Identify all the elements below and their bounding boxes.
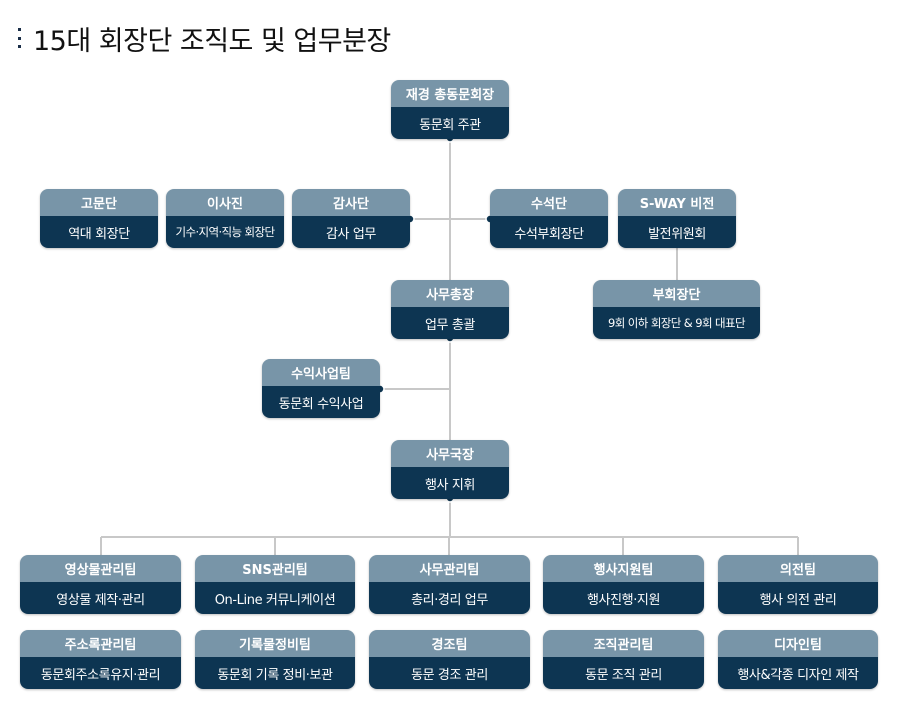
- node-title: 수익사업팀: [262, 359, 380, 386]
- node-title: 부회장단: [593, 280, 760, 307]
- node-desc: 총리·경리 업무: [369, 582, 530, 614]
- node-desc: 감사 업무: [292, 216, 410, 248]
- node-team-event-support: 행사지원팀 행사진행·지원: [543, 555, 704, 614]
- node-title: 사무총장: [391, 280, 509, 307]
- node-desc: 동문회 수익사업: [262, 386, 380, 418]
- node-title: 기록물정비팀: [195, 630, 355, 657]
- node-desc: 기수·지역·직능 회장단: [166, 216, 284, 248]
- node-desc: 행사진행·지원: [543, 582, 704, 614]
- node-title: S-WAY 비전: [618, 189, 736, 216]
- node-sway-vision: S-WAY 비전 발전위원회: [618, 189, 736, 248]
- node-desc: 동문회주소록유지·관리: [20, 657, 181, 689]
- node-desc: 역대 회장단: [40, 216, 158, 248]
- node-title: 영상물관리팀: [20, 555, 181, 582]
- node-desc: 동문 조직 관리: [543, 657, 704, 689]
- node-team-condolence: 경조팀 동문 경조 관리: [369, 630, 530, 689]
- node-revenue-team: 수익사업팀 동문회 수익사업: [262, 359, 380, 418]
- node-title: 재경 총동문회장: [391, 80, 509, 107]
- node-title: 사무관리팀: [369, 555, 530, 582]
- node-title: 사무국장: [391, 440, 509, 467]
- node-title: 행사지원팀: [543, 555, 704, 582]
- node-desc: 영상물 제작·관리: [20, 582, 181, 614]
- node-desc: 동문회 기록 정비·보관: [195, 657, 355, 689]
- node-title: 디자인팀: [718, 630, 878, 657]
- node-title: 수석단: [490, 189, 608, 216]
- node-auditors: 감사단 감사 업무: [292, 189, 410, 248]
- page-title-area: 15대 회장단 조직도 및 업무분장: [18, 18, 391, 58]
- node-title: 주소록관리팀: [20, 630, 181, 657]
- node-title: 고문단: [40, 189, 158, 216]
- node-title: SNS관리팀: [195, 555, 355, 582]
- node-office-head: 사무국장 행사 지휘: [391, 440, 509, 499]
- title-dots-icon: [18, 28, 21, 48]
- node-title: 경조팀: [369, 630, 530, 657]
- node-desc: 동문회 주관: [391, 107, 509, 139]
- node-team-protocol: 의전팀 행사 의전 관리: [718, 555, 878, 614]
- node-desc: 행사&각종 디자인 제작: [718, 657, 878, 689]
- node-directors: 이사진 기수·지역·직능 회장단: [166, 189, 284, 248]
- node-title: 조직관리팀: [543, 630, 704, 657]
- node-team-archive: 기록물정비팀 동문회 기록 정비·보관: [195, 630, 355, 689]
- node-desc: 행사 의전 관리: [718, 582, 878, 614]
- node-desc: On-Line 커뮤니케이션: [195, 582, 355, 614]
- node-general-manager: 사무총장 업무 총괄: [391, 280, 509, 339]
- node-vice-presidents: 부회장단 9회 이하 회장단 & 9회 대표단: [593, 280, 760, 339]
- node-team-address-book: 주소록관리팀 동문회주소록유지·관리: [20, 630, 181, 689]
- node-vice-chief: 수석단 수석부회장단: [490, 189, 608, 248]
- node-desc: 9회 이하 회장단 & 9회 대표단: [593, 307, 760, 339]
- node-title: 이사진: [166, 189, 284, 216]
- node-team-sns: SNS관리팀 On-Line 커뮤니케이션: [195, 555, 355, 614]
- node-team-video: 영상물관리팀 영상물 제작·관리: [20, 555, 181, 614]
- node-advisors: 고문단 역대 회장단: [40, 189, 158, 248]
- page-title: 15대 회장단 조직도 및 업무분장: [33, 25, 391, 57]
- node-team-design: 디자인팀 행사&각종 디자인 제작: [718, 630, 878, 689]
- node-desc: 동문 경조 관리: [369, 657, 530, 689]
- node-desc: 발전위원회: [618, 216, 736, 248]
- node-desc: 행사 지휘: [391, 467, 509, 499]
- node-title: 의전팀: [718, 555, 878, 582]
- node-team-office: 사무관리팀 총리·경리 업무: [369, 555, 530, 614]
- node-top-chairman: 재경 총동문회장 동문회 주관: [391, 80, 509, 139]
- node-title: 감사단: [292, 189, 410, 216]
- node-desc: 수석부회장단: [490, 216, 608, 248]
- node-team-organization: 조직관리팀 동문 조직 관리: [543, 630, 704, 689]
- node-desc: 업무 총괄: [391, 307, 509, 339]
